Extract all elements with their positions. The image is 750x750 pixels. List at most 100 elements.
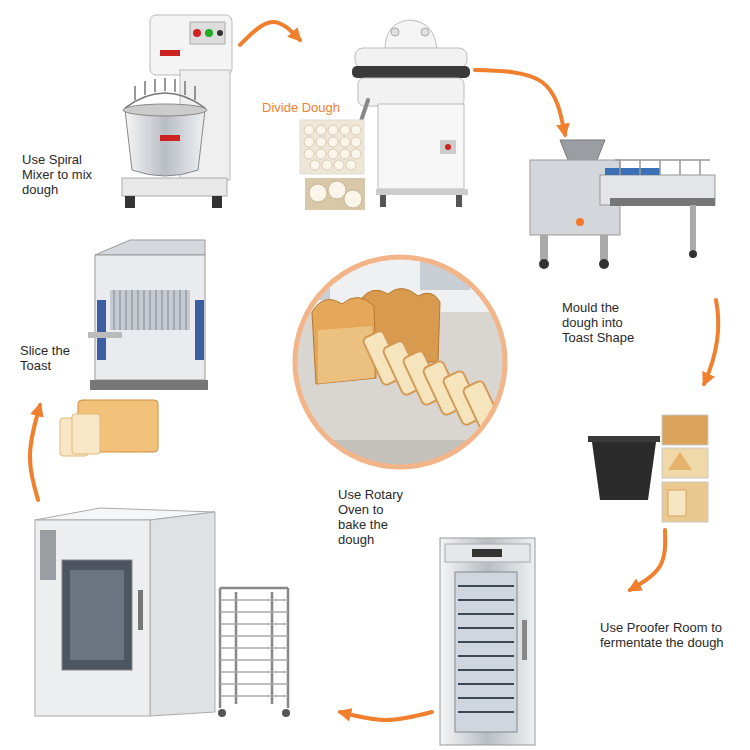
- dough-pieces-photo-part: [340, 137, 350, 147]
- sliced-toast-part: [72, 414, 100, 454]
- dough-pieces-photo-part: [322, 160, 332, 170]
- toast-moulder-part: [690, 205, 696, 250]
- dough-divider-part: [355, 48, 467, 68]
- toast-moulder-part: [689, 250, 697, 258]
- dough-divider-part: [376, 189, 468, 195]
- toast-moulder-part: [600, 235, 608, 260]
- spiral-mixer-part: [160, 50, 180, 56]
- dough-divider-part: [440, 140, 456, 154]
- oven-rack-part: [282, 709, 290, 717]
- spiral-mixer-part: [125, 78, 205, 108]
- bread-slicer-part: [97, 300, 106, 360]
- dough-pieces-photo-part: [351, 149, 361, 159]
- bread-slicer-part: [95, 255, 205, 380]
- spiral-mixer-part: [212, 196, 222, 208]
- proofer-room-part: [455, 572, 517, 732]
- toast-moulder: [530, 140, 715, 269]
- toast-tins-part: [662, 415, 708, 445]
- step-label: Divide Dough: [262, 100, 372, 115]
- rotary-oven-part: [150, 512, 215, 716]
- spiral-mixer: [122, 15, 232, 208]
- dough-pieces-photo-part: [328, 137, 338, 147]
- rotary-oven-part: [35, 520, 150, 716]
- bread-photo-part: [295, 257, 505, 467]
- toast-moulder-part: [576, 218, 584, 226]
- toast-moulder-part: [599, 259, 609, 269]
- process-step: Mould the dough into Toast Shape: [520, 135, 720, 530]
- toast-tins-part: [588, 436, 660, 442]
- dough-pieces-photo-part: [304, 137, 314, 147]
- toast-tins-part: [592, 442, 656, 500]
- rotary-oven-part: [62, 560, 132, 670]
- step-arrow: [704, 300, 718, 384]
- proofer-room-part: [458, 586, 514, 712]
- process-step: Use Spiral Mixer to mix dough: [20, 10, 240, 215]
- spiral-mixer-part: [150, 15, 232, 75]
- toast-moulder-part: [540, 235, 548, 260]
- oven-rack-part: [220, 600, 288, 696]
- dough-divider-part: [352, 66, 470, 78]
- step-label: Use Proofer Room to fermentate the dough: [600, 620, 734, 650]
- dough-pieces-photo-part: [328, 181, 346, 199]
- dough-pieces-photo-part: [351, 125, 361, 135]
- dough-pieces-photo-part: [304, 125, 314, 135]
- process-step: Use Proofer Room to fermentate the dough: [432, 590, 735, 745]
- flow-arrow: [630, 530, 665, 590]
- toast-tins-part: [668, 452, 692, 470]
- spiral-mixer-part: [123, 104, 207, 116]
- bread-slicer-part: [88, 332, 122, 338]
- sliced-toast: [60, 400, 158, 456]
- dough-pieces-photo-part: [344, 190, 362, 208]
- photo-frame: [295, 257, 505, 467]
- dough-pieces-photo-part: [310, 160, 320, 170]
- bread-slicer-part: [95, 240, 205, 255]
- bread-slicer-part: [90, 380, 208, 390]
- dough-divider-part: [445, 144, 451, 150]
- dough-divider-part: [358, 78, 464, 106]
- rotary-oven-part: [40, 530, 56, 580]
- bread-slicer-part: [195, 300, 204, 360]
- toast-tins-part: [668, 490, 686, 516]
- dough-divider-part: [380, 195, 386, 207]
- spiral-mixer-part: [205, 29, 213, 37]
- bread-slicer: [88, 240, 208, 390]
- rotary-oven: [35, 508, 215, 716]
- oven-rack-part: [218, 709, 226, 717]
- toast-moulder-part: [615, 160, 710, 175]
- bread-slicer-part: [114, 290, 186, 330]
- proofer-room: [440, 538, 535, 745]
- spiral-mixer-part: [125, 196, 135, 208]
- toast-tins-part: [662, 448, 708, 478]
- toast-moulder-part: [539, 259, 549, 269]
- dough-divider-part: [391, 28, 399, 36]
- dough-pieces-photo-part: [351, 137, 361, 147]
- bread-photo-part: [362, 330, 504, 436]
- spiral-mixer-part: [125, 110, 205, 176]
- dough-pieces-photo-part: [304, 149, 314, 159]
- process-step: Divide Dough: [300, 15, 475, 215]
- flow-arrow: [240, 22, 300, 45]
- rotary-oven-part: [138, 590, 143, 630]
- process-step: Slice the Toast: [15, 235, 210, 405]
- flow-arrow: [340, 712, 432, 720]
- dough-pieces-photo-part: [309, 184, 327, 202]
- dough-pieces-photo-part: [346, 160, 356, 170]
- bread-photo-part: [318, 326, 374, 384]
- spiral-mixer-part: [190, 22, 225, 44]
- proofer-room-part: [440, 538, 535, 745]
- dough-divider-part: [421, 28, 429, 36]
- dough-pieces-photo-part: [316, 125, 326, 135]
- step-label: Use Rotary Oven to bake the dough: [338, 487, 406, 547]
- dough-divider-part: [456, 195, 462, 207]
- toast-moulder-part: [610, 198, 715, 206]
- dough-pieces-photo-part: [334, 160, 344, 170]
- dough-pieces-photo-part: [328, 125, 338, 135]
- proofer-room-part: [522, 620, 527, 660]
- spiral-mixer-part: [122, 178, 227, 196]
- toast-tins: [588, 415, 708, 522]
- step-label: Slice the Toast: [20, 343, 82, 373]
- dough-pieces-photo-part: [340, 149, 350, 159]
- bread-photo: [295, 257, 505, 470]
